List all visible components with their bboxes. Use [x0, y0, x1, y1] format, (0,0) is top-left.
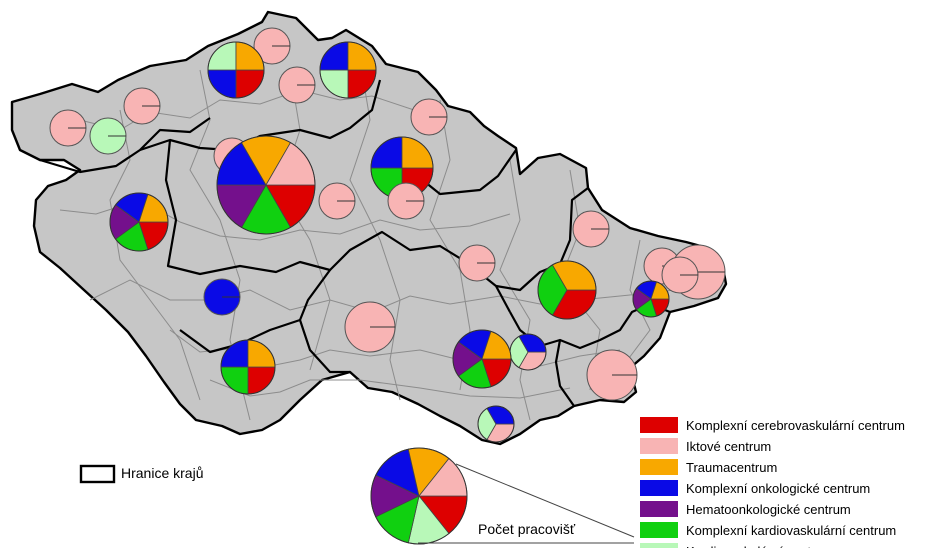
pie-brno [452, 329, 512, 389]
pie-chomutov [410, 98, 448, 136]
legend-label: Komplexní onkologické centrum [686, 481, 870, 496]
country-shape [10, 10, 728, 446]
pie-kladno [318, 182, 356, 220]
pie-liberec-area [253, 27, 291, 65]
district-line [89, 279, 701, 313]
legend-swatch [640, 501, 678, 517]
district-line [209, 379, 571, 399]
border-legend-swatch [79, 464, 116, 484]
pie-znojmo [661, 256, 699, 294]
pie-vyskov [586, 349, 638, 401]
size-legend-label: Počet pracovišť [478, 521, 576, 537]
legend-swatch [640, 543, 678, 553]
district-line [189, 69, 251, 421]
kraj-line [554, 339, 575, 407]
pie-size-legend [370, 447, 468, 545]
legend-swatch [640, 480, 678, 496]
legend-item-onko: Komplexní onkologické centrum [640, 480, 870, 496]
pie-sokolov [89, 117, 127, 155]
pie-zlin [477, 405, 515, 443]
pie-symbols [49, 27, 726, 545]
district-line [109, 109, 201, 401]
pie-outline [632, 280, 670, 318]
pie-pardubice [572, 210, 610, 248]
pie-liberec [319, 41, 377, 99]
pie-outline [319, 41, 377, 99]
district-line [349, 59, 401, 401]
legend-label: Iktové centrum [686, 439, 771, 454]
legend-label: Hematoonkologické centrum [686, 502, 851, 517]
category-legend: Komplexní cerebrovaskulární centrumIktov… [640, 417, 905, 553]
border-legend-label: Hranice krajů [121, 465, 203, 481]
pie-olomouc [632, 280, 670, 318]
district-line [499, 159, 531, 421]
pie-outline [207, 41, 265, 99]
pie-outline [216, 135, 316, 235]
pie-usti-decin [207, 41, 265, 99]
pie-plzen [109, 192, 169, 252]
pie-jihlava [509, 333, 547, 371]
legend-item-kardio_complex: Komplexní kardiovaskulární centrum [640, 522, 896, 538]
pie-karlovy-vary [49, 109, 87, 147]
legend-swatch [640, 417, 678, 433]
pie-frydek [203, 278, 241, 316]
legend-item-iktove: Iktové centrum [640, 438, 771, 454]
pie-teplice [123, 87, 161, 125]
legend-item-hemato: Hematoonkologické centrum [640, 501, 851, 517]
legend-swatch [640, 459, 678, 475]
kraj-line [298, 269, 350, 374]
pie-outline [220, 339, 276, 395]
kraj-line [164, 139, 511, 313]
kraj-line [139, 79, 382, 152]
pie-outline [477, 405, 515, 443]
size-legend-leaders [418, 463, 635, 544]
pie-mlada-boleslav [278, 66, 316, 104]
pie-outline [109, 192, 169, 252]
pie-kolin [387, 182, 425, 220]
pie-ceske-budejovice [220, 339, 276, 395]
pie-pisek [344, 301, 396, 353]
legend-label: Komplexní kardiovaskulární centrum [686, 523, 896, 538]
legend-item-cerebro_complex: Komplexní cerebrovaskulární centrum [640, 417, 905, 433]
size-legend-leader-upper [455, 463, 635, 538]
pie-praha [216, 135, 316, 235]
legend-label: Komplexní cerebrovaskulární centrum [686, 418, 905, 433]
country-area [10, 10, 728, 446]
pie-novy-jicin [537, 260, 597, 320]
legend-label: Kardiovaskulární centrum [686, 544, 833, 548]
pie-usti-orlici [458, 244, 496, 282]
legend-item-trauma: Traumacentrum [640, 459, 777, 475]
pie-outline [537, 260, 597, 320]
legend-label: Traumacentrum [686, 460, 777, 475]
pie-outline [370, 447, 468, 545]
pie-outline [452, 329, 512, 389]
legend-swatch [640, 522, 678, 538]
legend-item-kardio: Kardiovaskulární centrum [640, 543, 833, 553]
legend-swatch [640, 438, 678, 454]
